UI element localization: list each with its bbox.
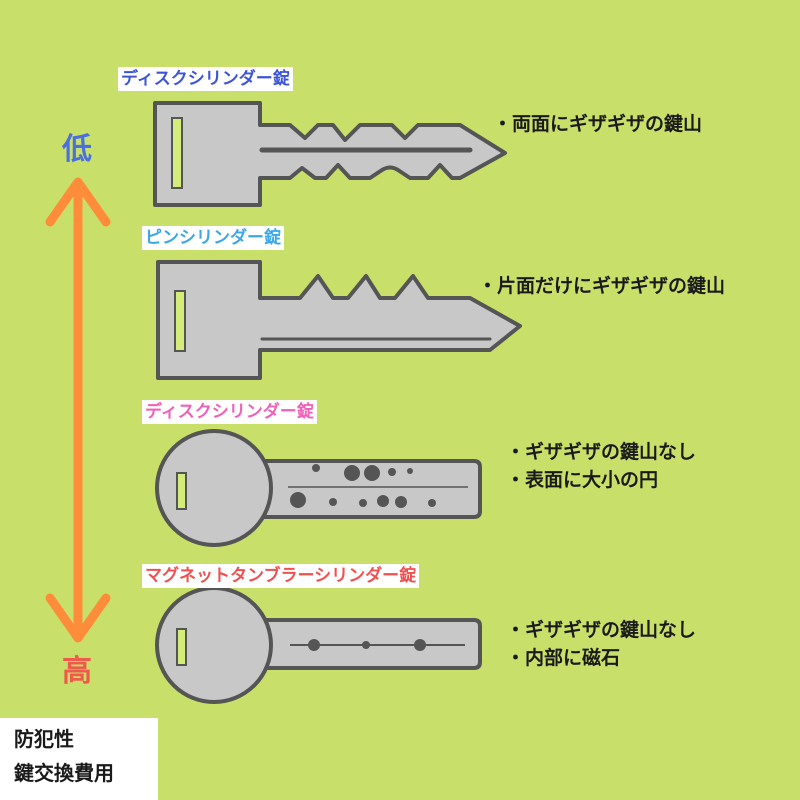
legend-replacement-cost: 鍵交換費用: [14, 761, 114, 785]
key-2-features: ・片面だけにギザギザの鍵山: [478, 272, 725, 300]
key-3-features: ・ギザギザの鍵山なし ・表面に大小の円: [506, 438, 696, 494]
key-name-disc-cylinder: ディスクシリンダー錠: [118, 67, 293, 91]
pin-cylinder-key-icon: [156, 260, 522, 380]
feature-item: ・ギザギザの鍵山なし: [506, 441, 697, 463]
feature-item: ・表面に大小の円: [506, 469, 659, 491]
feature-item: ・両面にギザギザの鍵山: [493, 113, 703, 135]
legend-box: 防犯性 鍵交換費用: [0, 718, 158, 800]
high-label: 高: [62, 654, 92, 689]
low-label: 低: [62, 132, 92, 167]
legend-security: 防犯性: [14, 727, 74, 751]
double-arrow-icon: [45, 177, 111, 643]
key-name-magnet-tumbler: マグネットタンブラーシリンダー錠: [142, 564, 420, 588]
dimple-key-icon: [155, 429, 482, 547]
disc-cylinder-key-icon: [153, 101, 507, 207]
key-name-disc-cylinder-dimple: ディスクシリンダー錠: [142, 400, 317, 424]
key-1-features: ・両面にギザギザの鍵山: [493, 110, 702, 138]
key-name-pin-cylinder: ピンシリンダー錠: [142, 226, 284, 250]
feature-item: ・内部に磁石: [506, 647, 621, 669]
key-4-features: ・ギザギザの鍵山なし ・内部に磁石: [506, 616, 696, 672]
feature-item: ・片面だけにギザギザの鍵山: [478, 275, 726, 297]
feature-item: ・ギザギザの鍵山なし: [506, 619, 697, 641]
magnet-key-icon: [155, 586, 482, 704]
